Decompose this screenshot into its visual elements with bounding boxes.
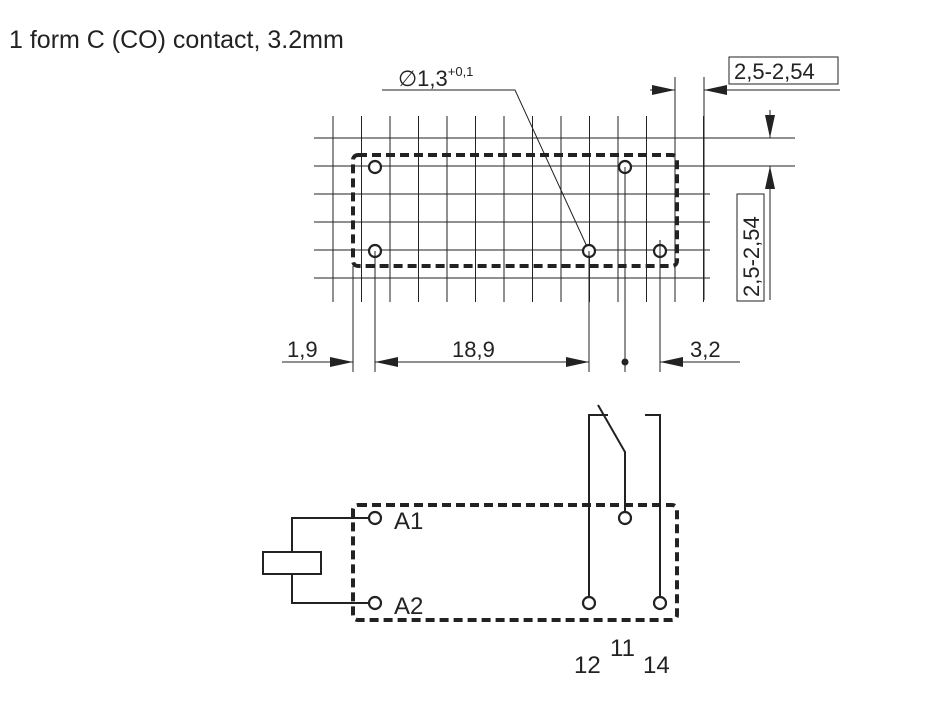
contact-nc-wire: [588, 414, 608, 597]
terminal-12: [581, 595, 597, 611]
coil-wire-a1: [291, 517, 370, 552]
terminal-11: [617, 510, 633, 526]
pin-spacing-dimensions: 1,9 18,9 3,2: [282, 167, 740, 372]
horizontal-pitch-label: 2,5-2,54: [734, 59, 815, 84]
arrow-icon: [652, 85, 675, 95]
terminal-12-label: 12: [574, 652, 601, 679]
pin-spacing-label: 18,9: [452, 337, 495, 362]
coil-wire-a2: [291, 574, 370, 604]
contact-switch-blade: [597, 404, 626, 512]
terminal-a2: [367, 595, 383, 611]
contact-no-wire: [645, 414, 661, 597]
right-offset-label: 3,2: [690, 337, 721, 362]
relay-outline-footprint: [351, 153, 679, 268]
terminal-14-label: 14: [643, 652, 670, 679]
coil-symbol: [262, 551, 322, 575]
relay-schematic: A1 A2 12 11 14: [262, 404, 679, 679]
arrow-icon: [330, 357, 353, 367]
vertical-pitch-label: 2,5-2,54: [739, 216, 764, 297]
arrow-icon: [566, 357, 589, 367]
relay-outline-schematic: [351, 503, 679, 622]
hole-leader-line: [382, 89, 590, 252]
arrow-icon: [704, 85, 727, 95]
terminal-14: [652, 595, 668, 611]
terminal-11-label: 11: [610, 635, 635, 662]
terminal-a1: [367, 510, 383, 526]
pcb-grid: [314, 116, 795, 302]
footprint-pin-a1: [367, 159, 383, 175]
footprint-pins: [367, 159, 668, 259]
arrow-icon: [375, 357, 398, 367]
arrow-icon: [765, 115, 775, 138]
arrow-icon: [765, 166, 775, 189]
left-offset-label: 1,9: [287, 337, 318, 362]
arrow-icon: [660, 357, 683, 367]
hole-diameter-label: ∅1,3+0,1: [398, 64, 473, 91]
terminal-a2-label: A2: [394, 593, 423, 620]
horizontal-pitch-dimension: 2,5-2,54: [650, 56, 840, 300]
terminal-a1-label: A1: [394, 508, 423, 535]
diagram-title: 1 form C (CO) contact, 3.2mm: [9, 26, 344, 54]
reference-dot: [621, 358, 629, 366]
vertical-pitch-dimension: 2,5-2,54: [736, 110, 775, 302]
